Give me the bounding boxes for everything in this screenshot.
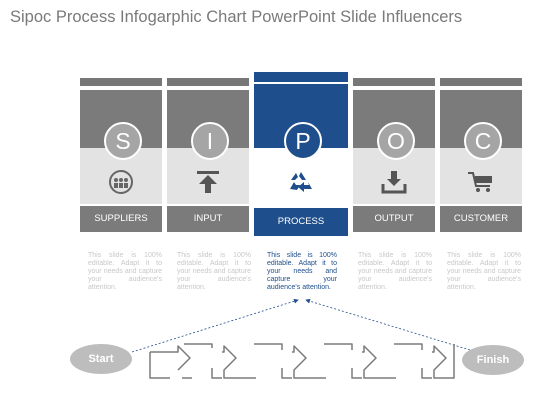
description-suppliers: This slide is 100% editable. Adapt it to… (88, 252, 162, 291)
column-process: P PROCESS (254, 72, 348, 240)
column-top-bar (254, 72, 348, 82)
description-input: This slide is 100% editable. Adapt it to… (177, 252, 251, 291)
column-label: CUSTOMER (440, 206, 522, 232)
people-icon (109, 170, 133, 194)
description-output: This slide is 100% editable. Adapt it to… (358, 252, 432, 291)
start-connector (131, 298, 299, 353)
start-node: Start (70, 344, 132, 374)
shopping-cart-icon (468, 172, 492, 192)
column-suppliers: S SUPPLIERS (80, 78, 162, 240)
description-customer: This slide is 100% editable. Adapt it to… (447, 252, 521, 291)
column-top-bar (353, 78, 435, 86)
recycle-icon (290, 172, 312, 192)
letter-circle: P (284, 122, 322, 160)
column-customer: C CUSTOMER (440, 78, 522, 240)
download-icon (381, 171, 407, 194)
description-process: This slide is 100% editable. Adapt it to… (267, 252, 337, 291)
column-label: OUTPUT (353, 206, 435, 232)
process-arrow-chain (149, 343, 455, 379)
letter-circle: I (191, 122, 229, 160)
column-label: PROCESS (254, 208, 348, 236)
column-output: O OUTPUT (353, 78, 435, 240)
letter-circle: C (464, 122, 502, 160)
letter-circle: O (377, 122, 415, 160)
column-top-bar (80, 78, 162, 86)
arrow-up-tray-icon (197, 171, 219, 193)
letter-circle: S (104, 122, 142, 160)
finish-node: Finish (462, 345, 524, 375)
page-title: Sipoc Process Infogarphic Chart PowerPoi… (10, 8, 463, 26)
finish-connector (305, 298, 471, 351)
column-top-bar (440, 78, 522, 86)
column-input: I INPUT (167, 78, 249, 240)
column-label: SUPPLIERS (80, 206, 162, 232)
column-label: INPUT (167, 206, 249, 232)
column-top-bar (167, 78, 249, 86)
